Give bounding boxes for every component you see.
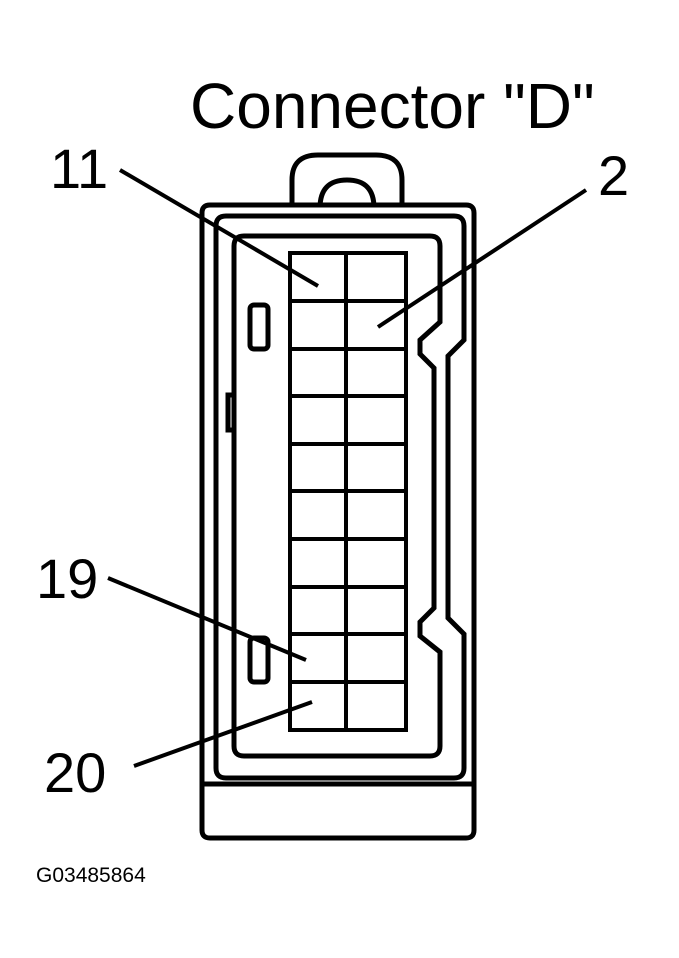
top-mounting-ear [289, 152, 405, 210]
cavity-grid [288, 251, 408, 732]
side-tab [225, 392, 234, 433]
leader-line-2 [376, 188, 588, 329]
housing-keys [225, 302, 271, 685]
pin-label-2: 2 [598, 144, 629, 207]
leader-line-11 [118, 168, 320, 288]
lower-key [247, 635, 271, 685]
figure-code: G03485864 [36, 864, 146, 887]
diagram-title: Connector "D" [190, 70, 595, 142]
leader-line-20 [133, 700, 313, 768]
leader-lines [107, 168, 588, 768]
pin-label-11: 11 [50, 137, 108, 200]
upper-key [247, 302, 271, 352]
leader-line-19 [107, 576, 307, 662]
pin-label-20: 20 [44, 741, 106, 804]
connector-inner-frame [213, 213, 467, 781]
pin-label-19: 19 [36, 547, 98, 610]
